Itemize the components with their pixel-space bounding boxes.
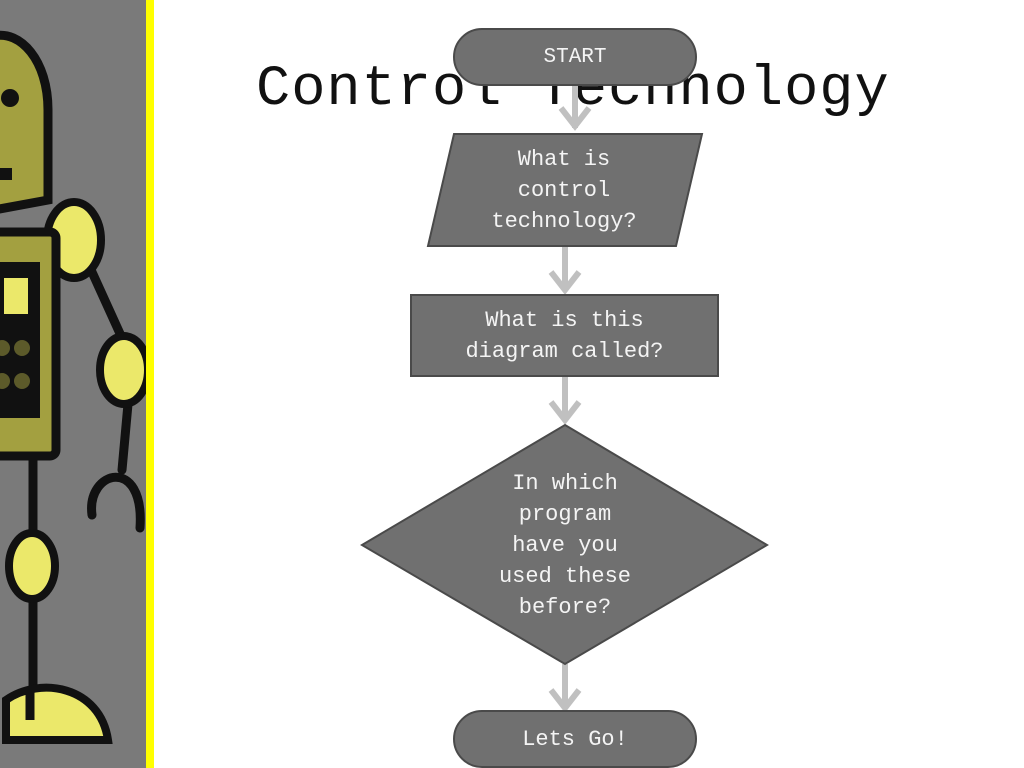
end-terminator [453,710,697,768]
decision-shape [360,423,769,666]
step1-label: What is control technology? [491,146,637,234]
start-label: START [543,45,607,69]
flow-arrow-3 [548,376,582,425]
robot-icon [0,30,146,744]
side-stripe [146,0,154,768]
input-output-shape [426,133,704,247]
end-label: Lets Go! [522,726,628,752]
flow-arrow-1 [558,84,592,131]
flow-arrow-2 [548,246,582,295]
decision-label: In which program have you used these bef… [498,470,632,620]
process-shape [410,294,719,377]
flow-arrow-4 [548,664,582,713]
start-terminator [453,28,697,86]
step2-label: What is this diagram called? [465,308,664,364]
